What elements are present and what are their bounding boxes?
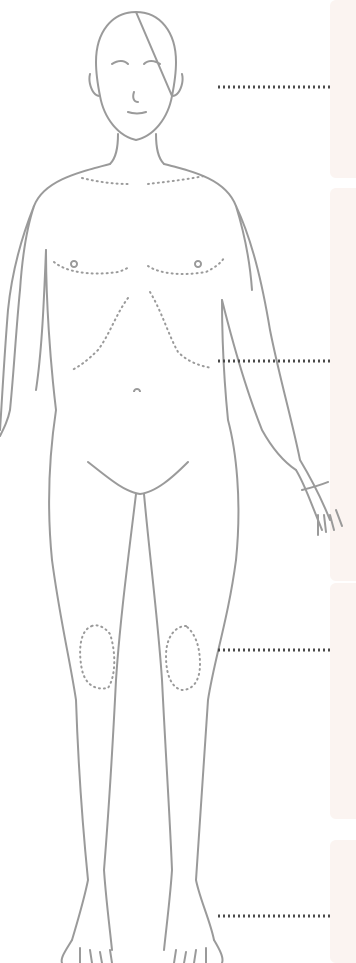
nipple-right <box>195 261 201 267</box>
knee-left <box>80 625 114 688</box>
right-hand <box>296 470 342 535</box>
knee-right <box>166 626 200 690</box>
right-arm <box>236 206 330 520</box>
neck-left <box>110 134 118 164</box>
right-foot <box>174 940 223 963</box>
left-arm-inner <box>36 250 46 390</box>
right-leg <box>196 560 236 940</box>
right-leg-inner <box>144 494 172 950</box>
chest-right <box>148 258 224 274</box>
nose <box>133 92 138 102</box>
chest-left <box>54 262 130 274</box>
waist-left <box>46 250 56 560</box>
groin <box>88 462 188 494</box>
collarbone-left <box>82 178 128 184</box>
nipple-left <box>71 261 77 267</box>
ribcage-left <box>72 298 128 370</box>
left-leg-inner <box>104 494 136 950</box>
head-outline <box>89 12 182 140</box>
collarbone-right <box>148 176 204 184</box>
brow-left <box>112 61 128 64</box>
left-arm <box>0 206 34 436</box>
left-leg <box>52 560 88 940</box>
brow-right <box>144 61 160 64</box>
waist-right <box>222 300 238 560</box>
ribcage-right <box>150 292 212 368</box>
left-foot <box>62 940 112 963</box>
neck-right <box>156 134 164 164</box>
mouth <box>128 112 146 114</box>
torso-outline <box>20 164 252 290</box>
navel <box>134 389 140 392</box>
